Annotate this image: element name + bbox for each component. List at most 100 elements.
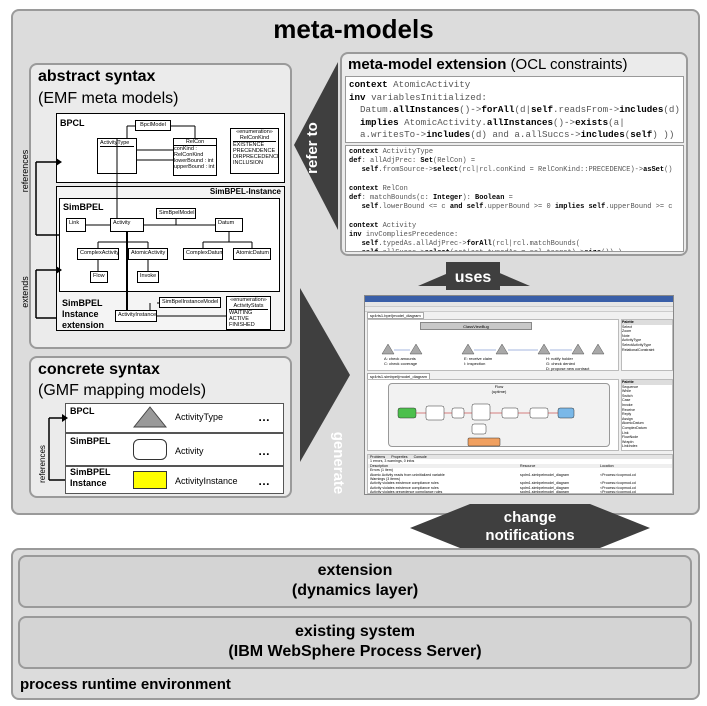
- properties-tab[interactable]: Properties: [391, 455, 408, 459]
- palette-bottom: Palette Sequence While Switch Case Invok…: [621, 379, 673, 451]
- bpcl-label: BPCL: [60, 118, 85, 128]
- uses-label: uses: [454, 269, 492, 286]
- problems-cell: Resource: [520, 463, 536, 468]
- relcon-attr-3: lowerBound : int: [174, 158, 214, 164]
- ocl-2-line: context ActivityType: [349, 148, 434, 156]
- ocl-1-line: a.writesTo->includes(d) and a.allSuccs->…: [349, 129, 675, 141]
- editor-menubar: [365, 302, 673, 307]
- problems-cell: Location: [600, 463, 614, 468]
- problems-row[interactable]: Activity violates existence compliance r…: [368, 481, 672, 486]
- concrete-syntax-subheading: (GMF mapping models): [38, 382, 207, 399]
- meta-model-extension-heading: meta-model extension (OCL constraints): [348, 56, 628, 73]
- palette-bottom-item-1[interactable]: Sequence: [622, 384, 639, 389]
- palette-top-item-2[interactable]: Zoom: [622, 329, 632, 334]
- simbpel-diagram-activities: [397, 403, 575, 447]
- ocl-2-line: def: allAdjPrec: Set(RelCon) =: [349, 157, 476, 166]
- extension-layer-box: [18, 555, 692, 608]
- palette-bottom-item-7[interactable]: Reply: [622, 412, 632, 417]
- relcon-class: RelCon conKind : RelConKind lowerBound :…: [173, 138, 217, 176]
- relconkind-value-4: INCLUSION: [233, 160, 263, 166]
- problems-row[interactable]: Errors (1 item): [368, 468, 672, 473]
- palette-bottom-item-5[interactable]: Invoke: [622, 402, 633, 407]
- abstract-syntax-subheading: (EMF meta models): [38, 90, 179, 107]
- change-label: change: [503, 509, 557, 526]
- problems-cell: <Process>/copmod.cd: [600, 472, 636, 477]
- ocl-2-line: [349, 212, 680, 221]
- simbpelinstancemodel-class: SimBpelInstanceModel: [159, 297, 221, 308]
- palette-bottom-item-3[interactable]: Switch: [622, 393, 633, 398]
- concrete-row-instance-element: ActivityInstance: [175, 476, 238, 486]
- classviewbug-box: ClassViewBug: [420, 322, 532, 330]
- palette-bottom-item-14[interactable]: LinkIndex: [622, 444, 638, 449]
- concrete-row-bpcl: [65, 403, 284, 433]
- editor-tab-1[interactable]: sp4rts1.bpel(model_diagram: [367, 312, 424, 319]
- ocl-2-line: self.allSuccs->select(act|act.typedAs = …: [349, 249, 680, 251]
- ocl-2-line: inv invCompliesPrecedence:: [349, 230, 459, 239]
- activitystats-name: ActivityStats: [229, 303, 268, 310]
- palette-top-item-1[interactable]: Select: [622, 324, 632, 329]
- concrete-row-instance-label: SimBPEL Instance: [70, 467, 111, 488]
- activitystats-value-3: FINISHED: [229, 322, 255, 328]
- palette-bottom-header: Palette: [622, 380, 672, 385]
- simbpel-diagram-canvas: Flow (uptime): [367, 379, 619, 451]
- triangle-icon: [133, 406, 167, 428]
- concrete-row-bpcl-element: ActivityType: [175, 412, 224, 422]
- palette-top-item-4[interactable]: ActivityType: [622, 338, 642, 343]
- palette-bottom-item-9[interactable]: AtomicDatum: [622, 421, 644, 426]
- palette-bottom-item-6[interactable]: Receive: [622, 407, 635, 412]
- problems-row[interactable]: Warnings (3 items): [368, 477, 672, 482]
- console-tab[interactable]: Console: [413, 455, 427, 459]
- palette-bottom-item-12[interactable]: FlowNode: [622, 435, 639, 440]
- palette-bottom-item-8[interactable]: Assign: [622, 416, 633, 421]
- problems-cell: spdm1.simbpelmodel_diagram: [520, 485, 569, 490]
- problems-tabs: Problems Properties Console: [368, 455, 672, 460]
- palette-top: Palette Select Zoom Note ActivityType Se…: [621, 319, 673, 371]
- palette-top-item-3[interactable]: Note: [622, 333, 630, 338]
- ocl-2-line: [349, 176, 680, 185]
- activity-class: Activity: [110, 218, 144, 232]
- palette-bottom-item-2[interactable]: While: [622, 389, 631, 394]
- problems-row[interactable]: Activity violates precedence compliance …: [368, 490, 672, 493]
- problems-cell: Description: [370, 463, 388, 468]
- problems-row[interactable]: Atomic Activity reads from uninitialized…: [368, 472, 672, 478]
- meta-models-title: meta-models: [273, 14, 434, 44]
- flow-class: Flow: [90, 271, 108, 283]
- palette-top-item-5[interactable]: SelectActivityType: [622, 342, 652, 347]
- palette-bottom-item-10[interactable]: ComplexDatum: [622, 425, 647, 430]
- palette-bottom-item-13[interactable]: WrapIn: [622, 439, 634, 444]
- atomicactivity-class: AtomicActivity: [128, 248, 168, 260]
- mme-heading-bold: meta-model extension: [348, 56, 507, 73]
- concrete-row-simbpel-more: …: [258, 444, 270, 458]
- activityinstance-class: ActivityInstance: [115, 310, 157, 322]
- palette-bottom-item-11[interactable]: Link: [622, 430, 629, 435]
- concrete-row-instance: [65, 466, 284, 494]
- rounded-rect-icon: [133, 439, 167, 460]
- yellow-rect-icon: [133, 471, 167, 489]
- concrete-row-instance-more: …: [258, 474, 270, 488]
- complexdatum-class: ComplexDatum: [183, 248, 223, 260]
- problems-cell: spdm1.simbpelmodel_diagram: [520, 481, 569, 486]
- editor-screenshot: sp4rts1.bpel(model_diagram ClassViewBug …: [364, 295, 674, 495]
- problems-row[interactable]: Activity violates existence compliance r…: [368, 485, 672, 491]
- invoke-class: Invoke: [137, 271, 159, 283]
- problems-cell: Warnings (3 items): [370, 477, 401, 482]
- existing-system-line-1: existing system: [294, 623, 416, 640]
- instance-ext-label-1: SimBPEL: [62, 298, 103, 308]
- datum-class: Datum: [215, 218, 243, 232]
- extension-layer-line-1: extension: [317, 562, 393, 579]
- ocl-2-line: def: matchBounds(c: Integer): Boolean =: [349, 194, 513, 203]
- palette-bottom-item-4[interactable]: Case: [622, 398, 631, 403]
- problems-cell: <Process>/copmod.cd: [600, 481, 636, 486]
- activitystats-value-2: ACTIVE: [229, 316, 249, 322]
- problems-summary: 1 errors, 3 warnings, 0 infos: [370, 459, 415, 464]
- ocl-2-line: self.typedAs.allAdjPrec->forAll(rcl|rcl.…: [349, 240, 581, 249]
- concrete-row-bpcl-label: BPCL: [70, 406, 95, 416]
- palette-top-item-6[interactable]: RelationalConstraint: [622, 347, 655, 352]
- problems-tab[interactable]: Problems: [370, 455, 386, 459]
- relcon-name: RelCon: [174, 139, 216, 146]
